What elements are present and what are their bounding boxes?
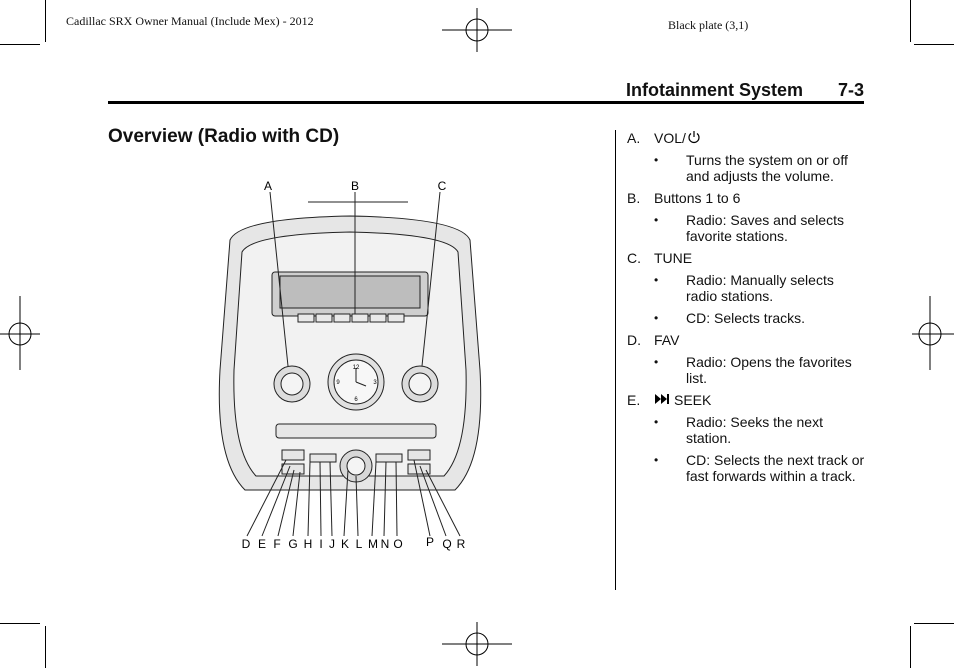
bullet-text: CD: Selects tracks.	[686, 310, 806, 326]
crop-mark	[914, 44, 954, 45]
callout-label: M	[368, 537, 378, 551]
crop-mark	[910, 626, 911, 668]
bullet-glyph: •	[654, 453, 659, 467]
bullet-glyph: •	[654, 273, 659, 287]
item-label: SEEK	[674, 392, 712, 408]
clock-numeral: 9	[336, 380, 340, 386]
bullet-text: Radio: Opens the favorites list.	[686, 354, 852, 386]
callout-label: D	[242, 537, 251, 551]
plate-label: Black plate (3,1)	[668, 18, 749, 32]
callout-label: G	[288, 537, 297, 551]
manual-title: Cadillac SRX Owner Manual (Include Mex) …	[66, 14, 314, 28]
callout-label: C	[438, 179, 447, 193]
callout-label: H	[304, 537, 313, 551]
item-letter: B.	[627, 190, 641, 206]
bullet-item: • Radio: Seeks the next station.	[627, 414, 867, 446]
crop-mark	[910, 0, 911, 42]
bullet-text: Turns the system on or off and adjusts t…	[686, 152, 848, 184]
callout-label: K	[341, 537, 349, 551]
list-item: A. VOL/ • Turns the system on or off and…	[627, 130, 867, 184]
item-label: Buttons 1 to 6	[654, 190, 741, 206]
bullet-glyph: •	[654, 153, 659, 167]
callout-label: A	[264, 179, 272, 193]
list-item: E. SEEK • Radio: Seeks the next station.…	[627, 392, 867, 484]
callout-label: B	[351, 179, 359, 193]
control-list: A. VOL/ • Turns the system on or off and…	[627, 130, 867, 490]
crop-mark	[0, 44, 40, 45]
bullet-text: CD: Selects the next track or fast forwa…	[686, 452, 865, 484]
bullet-glyph: •	[654, 355, 659, 369]
bullet-item: • CD: Selects tracks.	[627, 310, 867, 326]
callout-label: R	[457, 537, 466, 551]
item-letter: C.	[627, 250, 641, 266]
clock-numeral: 6	[354, 397, 358, 403]
bullet-glyph: •	[654, 415, 659, 429]
callout-label: P	[426, 535, 434, 549]
header-rule	[108, 101, 864, 104]
power-icon	[688, 131, 700, 144]
callout-label: Q	[442, 537, 451, 551]
bullet-text: Radio: Seeks the next station.	[686, 414, 823, 446]
callout-label: O	[393, 537, 402, 551]
bullet-glyph: •	[654, 213, 659, 227]
callout-label: J	[329, 537, 335, 551]
list-item: B. Buttons 1 to 6 • Radio: Saves and sel…	[627, 190, 867, 244]
callout-label: I	[319, 537, 322, 551]
bullet-item: • Radio: Manually selects radio stations…	[627, 272, 867, 304]
item-letter: D.	[627, 332, 641, 348]
crop-mark	[0, 623, 40, 624]
list-item: D. FAV • Radio: Opens the favorites list…	[627, 332, 867, 386]
bullet-glyph: •	[654, 311, 659, 325]
bullet-text: Radio: Manually selects radio stations.	[686, 272, 834, 304]
column-divider	[615, 130, 616, 590]
crop-mark	[45, 0, 46, 42]
bullet-item: • CD: Selects the next track or fast for…	[627, 452, 867, 484]
item-letter: A.	[627, 130, 641, 146]
crop-mark	[914, 623, 954, 624]
crop-mark	[45, 626, 46, 668]
callout-label: F	[273, 537, 280, 551]
callout-label: N	[381, 537, 390, 551]
bullet-item: • Turns the system on or off and adjusts…	[627, 152, 867, 184]
clock-numeral: 3	[373, 380, 377, 386]
item-label: TUNE	[654, 250, 693, 266]
bullet-text: Radio: Saves and selects favorite statio…	[686, 212, 844, 244]
bullet-item: • Radio: Opens the favorites list.	[627, 354, 867, 386]
callout-label: E	[258, 537, 266, 551]
bullet-item: • Radio: Saves and selects favorite stat…	[627, 212, 867, 244]
item-label: VOL/	[654, 130, 686, 146]
list-item: C. TUNE • Radio: Manually selects radio …	[627, 250, 867, 326]
item-label: FAV	[654, 332, 680, 348]
clock-numeral: 12	[353, 365, 360, 371]
section-title: Infotainment System	[626, 80, 804, 100]
item-letter: E.	[627, 392, 641, 408]
callout-label: L	[356, 537, 363, 551]
page-heading: Overview (Radio with CD)	[108, 126, 340, 147]
page-number: 7-3	[838, 80, 865, 100]
radio-faceplate-figure: A B C D E F G H I J K L M N O P Q R 12 3…	[218, 179, 482, 551]
seek-next-icon	[655, 394, 669, 404]
